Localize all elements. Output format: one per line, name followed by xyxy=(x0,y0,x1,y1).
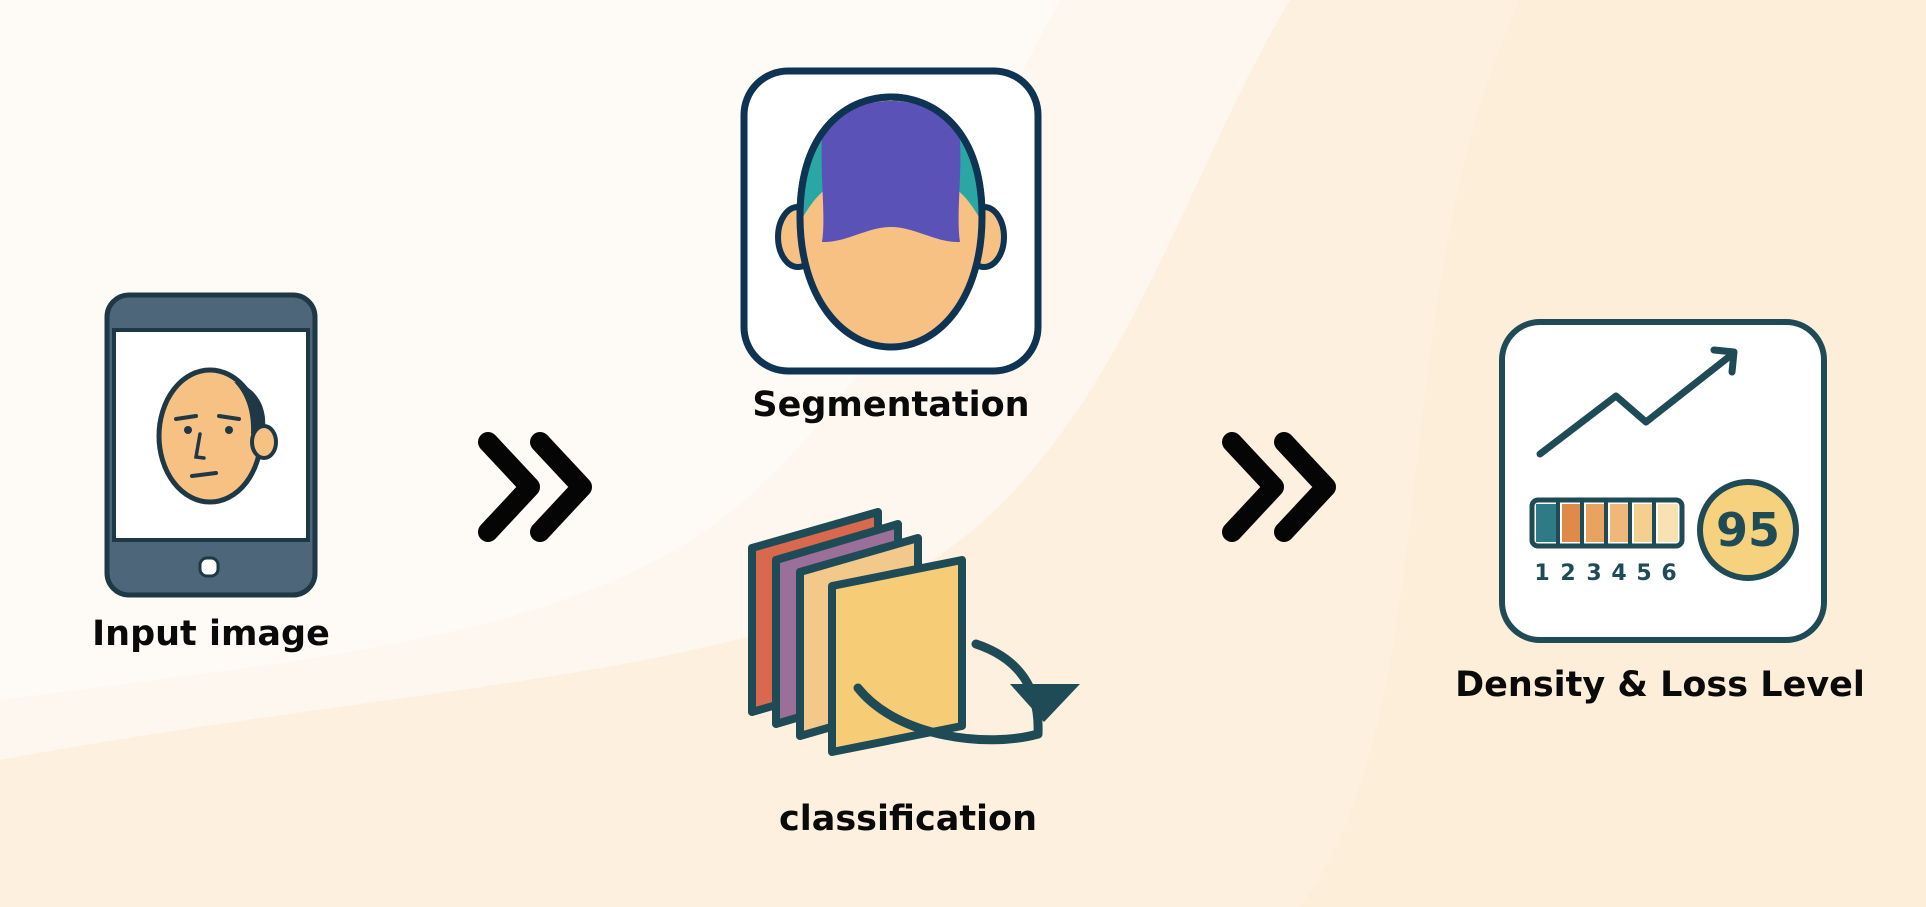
input-image-step xyxy=(104,292,318,598)
density-chart-icon: 1 2 3 4 5 6 95 xyxy=(1499,319,1827,643)
segmentation-step xyxy=(740,67,1042,375)
scale-number: 6 xyxy=(1661,561,1676,586)
scale-number: 1 xyxy=(1534,561,1549,586)
scale-number: 3 xyxy=(1586,561,1601,586)
score-value: 95 xyxy=(1716,503,1780,557)
stacked-layers-icon xyxy=(748,508,1080,756)
classification-label: classification xyxy=(778,799,1038,839)
segmentation-label: Segmentation xyxy=(752,385,1030,425)
scale-number: 5 xyxy=(1636,561,1651,586)
scale-number: 2 xyxy=(1560,561,1575,586)
score-badge xyxy=(1697,479,1799,581)
double-chevron-right-icon xyxy=(478,432,592,542)
trend-arrow-icon xyxy=(1710,346,1738,376)
classification-step xyxy=(748,508,1092,758)
tablet-with-face-icon xyxy=(104,292,318,598)
double-chevron-right-icon xyxy=(1222,432,1336,542)
input-image-label: Input image xyxy=(92,614,330,654)
density-loss-label: Density & Loss Level xyxy=(1455,665,1865,705)
scale-number: 4 xyxy=(1611,561,1626,586)
head-segmentation-icon xyxy=(740,67,1042,375)
density-loss-step: 1 2 3 4 5 6 95 xyxy=(1498,318,1828,644)
